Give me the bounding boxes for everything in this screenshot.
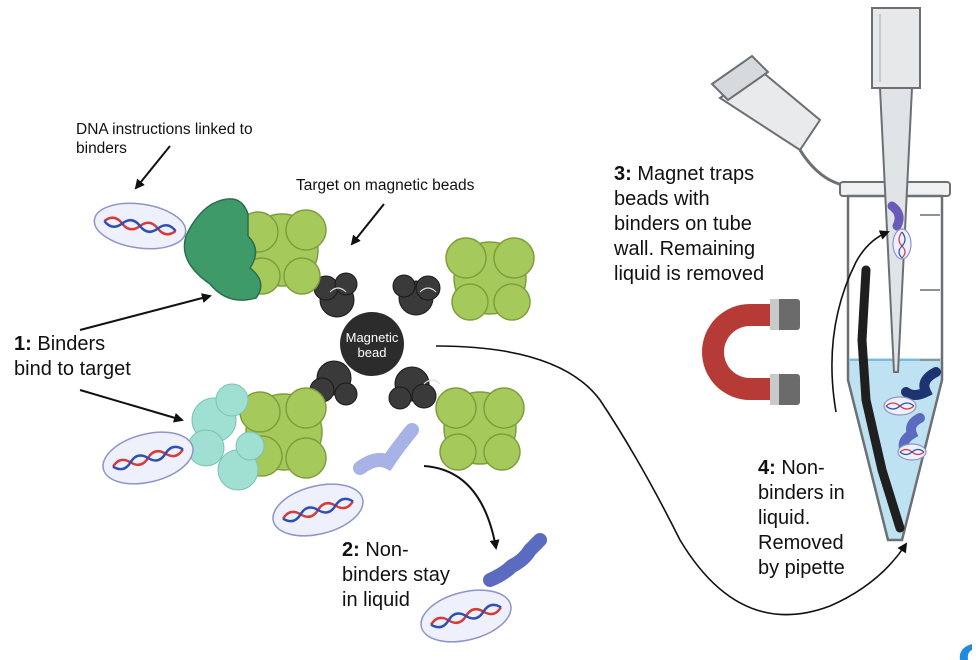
nonbinder-light (353, 423, 419, 475)
arrow-dna-instructions (134, 145, 171, 190)
arrow-to-pipette (435, 345, 908, 616)
magnetic-bead (340, 312, 404, 376)
binder-green (183, 198, 262, 301)
step4-text: Non- binders in liquid. Removed by pipet… (758, 457, 845, 579)
step3-label: 3: Magnet traps beads with binders on tu… (614, 162, 764, 287)
corner-logo-fragment (959, 644, 972, 660)
arrow-to-tube (831, 230, 890, 413)
step2-label: 2: Non- binders stay in liquid (342, 538, 450, 613)
step4-number: 4: (758, 457, 776, 479)
step1-text: Binders bind to target (14, 333, 131, 380)
step1-number: 1: (14, 333, 32, 355)
nonbinder-dark (483, 533, 547, 587)
tube-nonbinder-blue (897, 413, 927, 461)
target-protein-top-right (445, 237, 535, 321)
step1-label: 1: Binders bind to target (14, 332, 131, 382)
tube-liquid (848, 358, 942, 540)
step2-number: 2: (342, 539, 360, 561)
dna-oval-left (102, 431, 194, 485)
arrow-nonbinder-path (423, 465, 500, 550)
arrow-binders-teal (79, 389, 184, 423)
arrows (79, 145, 908, 616)
step3-text: Magnet traps beads with binders on tube … (614, 163, 765, 285)
target-protein-bottom-left (239, 387, 327, 479)
label-dna-instructions: DNA instructions linked to binders (76, 121, 253, 157)
target-proteins (237, 209, 535, 479)
dna-oval-bottom (420, 589, 512, 643)
arrow-binders-green (79, 293, 212, 331)
tube-cap (710, 54, 849, 188)
step3-number: 3: (614, 163, 632, 185)
dna-oval-top (93, 202, 187, 250)
label-magnetic-bead: Magnetic bead (345, 330, 399, 360)
magnetic-bead-complex (309, 272, 441, 410)
target-protein-bottom-right (435, 387, 525, 471)
binder-teal (187, 383, 265, 491)
tube-nonbinder-dark (883, 367, 941, 416)
step4-label: 4: Non- binders in liquid. Removed by pi… (758, 456, 845, 581)
label-target-beads: Target on magnetic beads (296, 177, 475, 194)
step2-text: Non- binders stay in liquid (342, 539, 450, 611)
pipette-binder (887, 201, 912, 260)
horseshoe-magnet-icon (702, 299, 800, 405)
trapped-beads-streak (857, 265, 905, 533)
dna-oval-middle (272, 483, 364, 537)
arrow-target-beads (350, 203, 385, 246)
